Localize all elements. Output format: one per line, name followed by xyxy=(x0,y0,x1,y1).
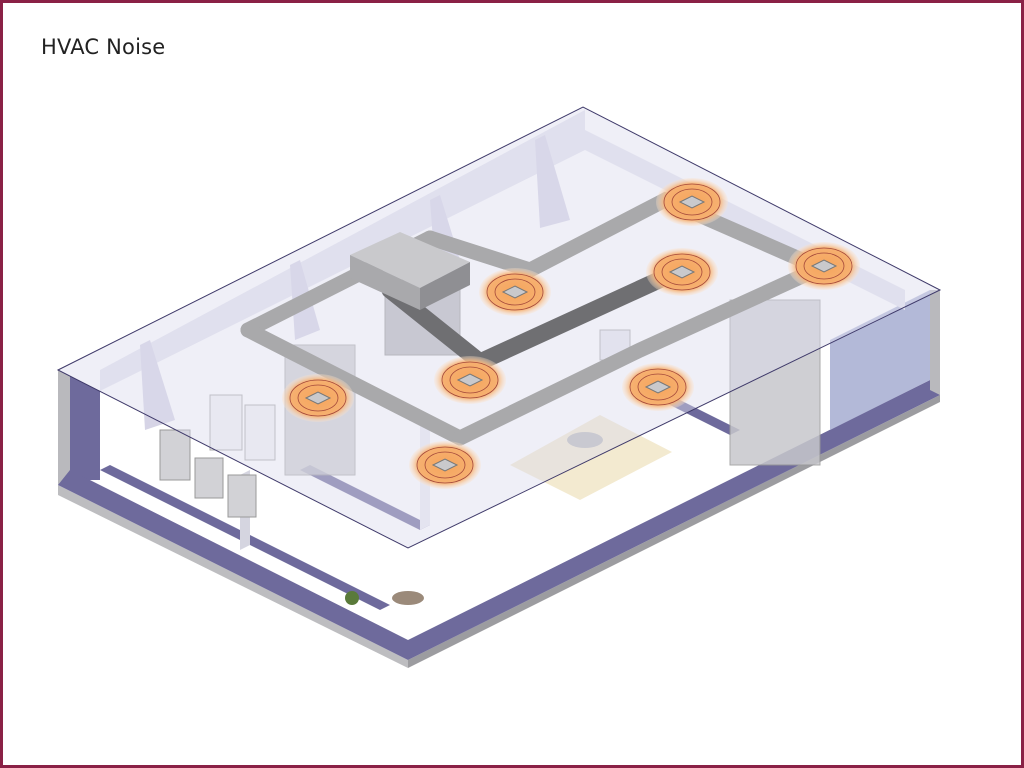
diffuser-noise-icon xyxy=(434,356,506,404)
diffuser-noise-icon xyxy=(622,363,694,411)
round-table xyxy=(567,432,603,448)
diffuser-noise-icon xyxy=(656,178,728,226)
diffuser-noise-icon xyxy=(479,268,551,316)
supply-duct-front-left xyxy=(240,322,468,446)
diffuser-noise-icon xyxy=(646,248,718,296)
round-table-lower xyxy=(392,591,424,605)
diagram-title: HVAC Noise xyxy=(41,35,166,59)
diffuser-noise-icon xyxy=(282,374,354,422)
supply-duct-front xyxy=(452,260,828,446)
noise-diffusers xyxy=(282,178,860,489)
air-handling-unit xyxy=(350,232,470,310)
diffuser-noise-icon xyxy=(788,242,860,290)
diffuser-noise-icon xyxy=(409,441,481,489)
plant-icon xyxy=(345,591,359,605)
supply-duct-back xyxy=(422,191,828,279)
